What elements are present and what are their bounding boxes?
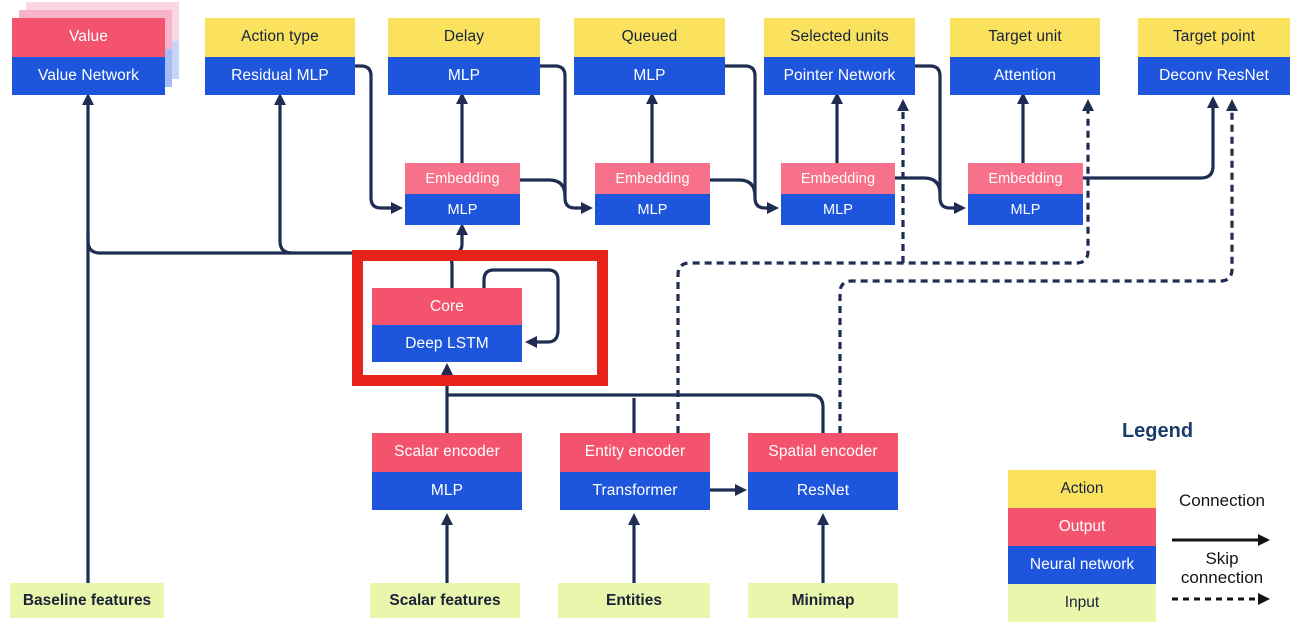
input-entities: Entities bbox=[558, 583, 710, 618]
legend-title: Legend bbox=[1121, 420, 1194, 442]
legend-item-output: Output bbox=[1008, 508, 1156, 546]
node-embedding-4-network: MLP bbox=[968, 194, 1083, 225]
node-queued-action: Queued bbox=[574, 18, 725, 57]
node-target-point-action: Target point bbox=[1138, 18, 1290, 57]
node-target-unit-action: Target unit bbox=[950, 18, 1100, 57]
skip-connections bbox=[676, 99, 1238, 433]
node-embedding-1-output: Embedding bbox=[405, 163, 520, 194]
conn-actiontype-to-embed1 bbox=[355, 64, 403, 214]
legend-item-input: Input bbox=[1008, 584, 1156, 622]
node-spatial-encoder-output: Spatial encoder bbox=[748, 433, 898, 472]
legend-arrows bbox=[1172, 534, 1270, 605]
node-embedding-3-network: MLP bbox=[781, 194, 895, 225]
node-embedding-2: Embedding MLP bbox=[595, 163, 710, 225]
node-core: Core Deep LSTM bbox=[372, 288, 522, 362]
conn-embed1-chain bbox=[520, 178, 567, 197]
solid-connections bbox=[82, 64, 1219, 583]
skip-spatial-to-targetpoint bbox=[838, 99, 1238, 433]
conn-core-to-actiontype bbox=[274, 93, 293, 255]
node-scalar-encoder-output: Scalar encoder bbox=[372, 433, 522, 472]
node-selected-units-action: Selected units bbox=[764, 18, 915, 57]
node-target-unit: Target unit Attention bbox=[950, 18, 1100, 95]
skip-entity-to-targetunit bbox=[676, 99, 1094, 433]
node-embedding-4: Embedding MLP bbox=[968, 163, 1083, 225]
node-target-point: Target point Deconv ResNet bbox=[1138, 18, 1290, 95]
node-action-type: Action type Residual MLP bbox=[205, 18, 355, 95]
node-selected-units-network: Pointer Network bbox=[764, 56, 915, 95]
node-selected-units: Selected units Pointer Network bbox=[764, 18, 915, 95]
conn-embed4-to-targetpoint bbox=[1083, 96, 1219, 180]
node-target-point-network: Deconv ResNet bbox=[1138, 56, 1290, 95]
node-action-type-action: Action type bbox=[205, 18, 355, 57]
legend-connection-label: Connection bbox=[1178, 491, 1265, 510]
node-action-type-network: Residual MLP bbox=[205, 56, 355, 95]
conn-delay-to-embed2 bbox=[540, 64, 593, 214]
node-embedding-3-output: Embedding bbox=[781, 163, 895, 194]
conn-spatialencoder-to-core bbox=[447, 393, 825, 433]
legend-item-action: Action bbox=[1008, 470, 1156, 508]
node-value: Value Value Network bbox=[12, 18, 165, 95]
node-embedding-4-output: Embedding bbox=[968, 163, 1083, 194]
node-value-network: Value Network bbox=[12, 56, 165, 95]
node-embedding-2-network: MLP bbox=[595, 194, 710, 225]
node-queued-network: MLP bbox=[574, 56, 725, 95]
legend-skip-label-line2: connection bbox=[1180, 567, 1264, 587]
legend-color-stack: Action Output Neural network Input bbox=[1008, 470, 1156, 622]
conn-selectedunits-to-embed4 bbox=[915, 64, 966, 214]
node-entity-encoder: Entity encoder Transformer bbox=[560, 433, 710, 510]
node-spatial-encoder-network: ResNet bbox=[748, 471, 898, 510]
node-delay-network: MLP bbox=[388, 56, 540, 95]
node-spatial-encoder: Spatial encoder ResNet bbox=[748, 433, 898, 510]
node-core-output: Core bbox=[372, 288, 522, 325]
node-queued: Queued MLP bbox=[574, 18, 725, 95]
node-entity-encoder-network: Transformer bbox=[560, 471, 710, 510]
legend-skip-label-line1: Skip bbox=[1205, 549, 1239, 568]
core-highlight-box bbox=[352, 250, 608, 386]
node-delay: Delay MLP bbox=[388, 18, 540, 95]
legend-item-neural-network: Neural network bbox=[1008, 546, 1156, 584]
input-scalar-features: Scalar features bbox=[370, 583, 520, 618]
node-scalar-encoder-network: MLP bbox=[372, 471, 522, 510]
node-embedding-2-output: Embedding bbox=[595, 163, 710, 194]
input-baseline-features: Baseline features bbox=[10, 583, 164, 618]
node-embedding-1-network: MLP bbox=[405, 194, 520, 225]
node-scalar-encoder: Scalar encoder MLP bbox=[372, 433, 522, 510]
conn-queued-to-embed3 bbox=[725, 64, 779, 214]
node-embedding-3: Embedding MLP bbox=[781, 163, 895, 225]
node-target-unit-network: Attention bbox=[950, 56, 1100, 95]
legend-skip-label: Skip connection bbox=[1162, 549, 1282, 587]
conn-core-recurrent-loop bbox=[482, 268, 560, 348]
node-embedding-1: Embedding MLP bbox=[405, 163, 520, 225]
node-delay-action: Delay bbox=[388, 18, 540, 57]
node-entity-encoder-output: Entity encoder bbox=[560, 433, 710, 472]
conn-embed2-chain bbox=[710, 178, 757, 197]
input-minimap: Minimap bbox=[748, 583, 898, 618]
node-core-network: Deep LSTM bbox=[372, 325, 522, 362]
node-value-output: Value bbox=[12, 18, 165, 57]
conn-embed3-chain bbox=[895, 176, 942, 195]
